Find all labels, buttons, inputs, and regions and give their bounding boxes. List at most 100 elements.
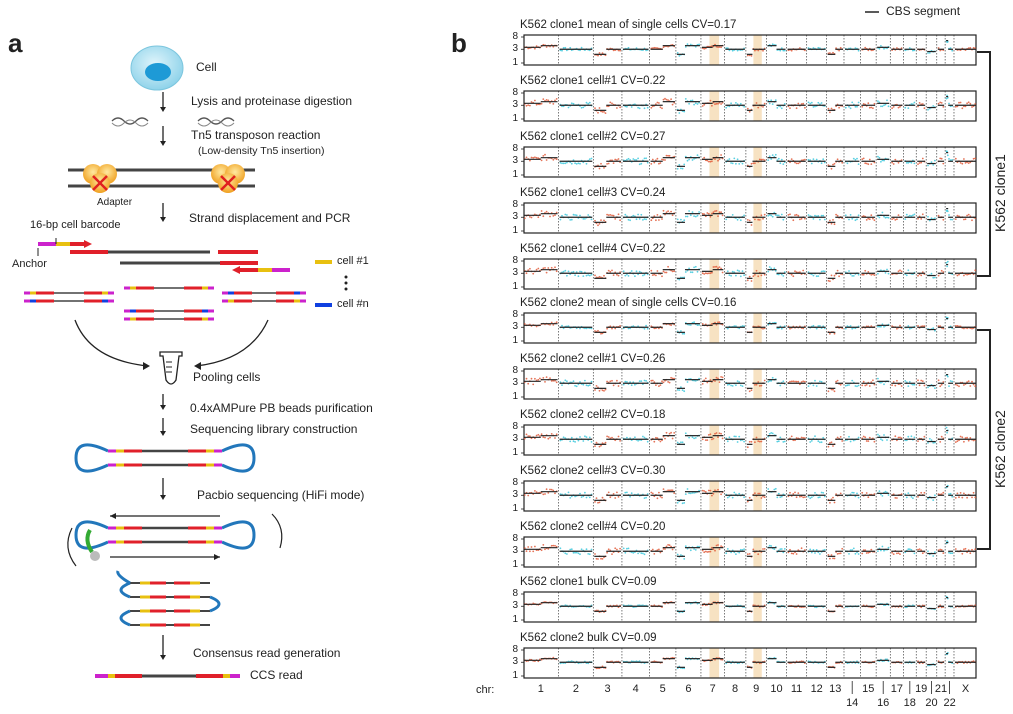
cn-point <box>659 162 662 164</box>
cn-point <box>972 47 975 49</box>
cn-point <box>966 214 968 217</box>
cn-point <box>643 327 646 330</box>
arrow-strand-head <box>160 217 166 222</box>
cn-point <box>774 269 777 272</box>
cn-point <box>545 46 548 48</box>
cn-point <box>566 161 568 164</box>
cn-point <box>646 440 649 443</box>
cn-point <box>671 548 674 551</box>
cn-point <box>774 99 777 101</box>
amplification-highlight <box>709 203 720 233</box>
cn-point <box>959 492 962 494</box>
cn-point <box>963 327 965 330</box>
cn-point <box>619 547 621 550</box>
cn-point <box>736 380 739 382</box>
cn-point <box>963 548 965 551</box>
cn-point <box>897 106 900 109</box>
cn-point <box>746 107 749 110</box>
cn-point <box>829 219 831 222</box>
cn-point <box>768 102 771 105</box>
cn-point <box>789 380 791 383</box>
cn-point <box>815 549 818 551</box>
cn-point <box>564 46 567 49</box>
cn-point <box>711 494 713 497</box>
track-frame <box>523 34 977 66</box>
cn-point <box>804 106 806 109</box>
cn-point <box>748 553 751 555</box>
cn-point <box>963 105 965 108</box>
cn-point <box>650 491 653 494</box>
cn-point <box>561 324 563 327</box>
cn-point <box>783 103 786 105</box>
cn-point <box>956 274 959 277</box>
amplification-highlight <box>753 91 762 121</box>
cn-point <box>671 489 674 492</box>
track-frame <box>523 424 977 456</box>
cn-point <box>703 103 706 106</box>
cn-point <box>617 435 620 438</box>
cn-point <box>961 552 964 555</box>
cn-point <box>609 101 612 104</box>
cn-point <box>570 102 573 105</box>
cn-point <box>673 270 676 273</box>
cn-point <box>714 380 716 382</box>
cn-point <box>767 380 770 383</box>
pool-arrow-right-head <box>194 362 201 370</box>
cn-point <box>881 495 884 497</box>
cn-point <box>794 161 796 164</box>
cn-point <box>907 435 910 438</box>
cn-point <box>655 436 657 439</box>
cn-point <box>739 219 742 222</box>
cn-point <box>746 553 749 556</box>
cn-point <box>738 435 741 438</box>
cn-point <box>841 440 844 442</box>
adapter-label: Adapter <box>97 197 133 208</box>
cn-point <box>701 438 704 441</box>
cn-point <box>614 547 617 550</box>
cn-point <box>662 46 665 49</box>
cn-point <box>779 496 782 498</box>
cn-point <box>878 325 881 328</box>
cn-point <box>862 215 865 217</box>
cn-point <box>966 496 968 499</box>
cn-point <box>603 167 605 169</box>
cn-point <box>655 47 657 49</box>
cn-point <box>787 214 790 216</box>
cn-point <box>817 496 820 499</box>
cn-point <box>564 213 567 216</box>
cn-point <box>527 382 530 385</box>
cn-point <box>525 272 528 275</box>
cn-point <box>963 274 965 277</box>
cn-point <box>819 553 821 555</box>
cn-point <box>930 272 933 275</box>
cn-point <box>604 441 607 444</box>
cn-point <box>714 158 716 161</box>
cn-point <box>572 440 575 443</box>
cn-point <box>544 267 546 269</box>
cn-point <box>789 327 791 330</box>
cn-point <box>969 385 972 387</box>
rotation-arrow-left <box>67 527 77 567</box>
cn-point <box>878 490 881 492</box>
y-tick-label: 8 <box>512 199 518 210</box>
cn-point <box>861 273 864 276</box>
cn-point <box>656 549 659 552</box>
cn-point <box>750 440 753 443</box>
cn-point <box>934 551 936 553</box>
cn-point <box>731 270 734 273</box>
cn-point <box>626 105 628 108</box>
cn-point <box>664 97 666 100</box>
cn-point <box>616 159 618 161</box>
cn-point <box>773 488 776 491</box>
cn-point <box>736 441 739 443</box>
cn-point <box>612 274 615 276</box>
cn-point <box>861 105 864 108</box>
cn-point <box>601 442 604 444</box>
cn-point <box>864 549 867 551</box>
chr-label: 5 <box>659 683 666 695</box>
cn-point <box>611 102 613 105</box>
cn-point <box>606 163 608 165</box>
cn-point <box>790 552 793 555</box>
cn-point <box>752 162 755 165</box>
cn-point <box>905 213 908 216</box>
